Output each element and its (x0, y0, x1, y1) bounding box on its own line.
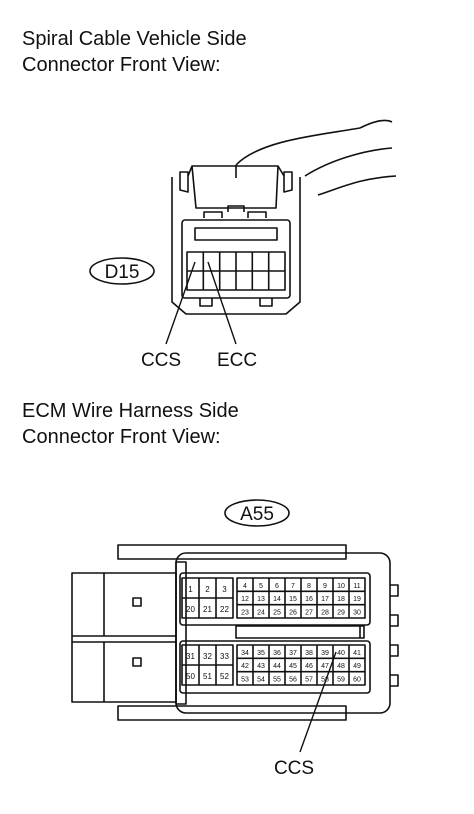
pin-number: 3 (222, 585, 227, 594)
pin-number: 27 (305, 610, 313, 617)
pin-number: 44 (273, 663, 281, 670)
pin-number: 43 (257, 663, 265, 670)
pin-number: 9 (323, 583, 327, 590)
pin-number: 25 (273, 610, 281, 617)
pin-number: 4 (243, 583, 247, 590)
d15-leaders (165, 261, 237, 345)
pin-number: 50 (186, 672, 195, 681)
pin-number: 38 (305, 650, 313, 657)
pin-number: 8 (307, 583, 311, 590)
a55-code-text: A55 (240, 504, 274, 525)
pin-number: 20 (186, 605, 195, 614)
pin-number: 7 (291, 583, 295, 590)
spiral-cable-heading: Spiral Cable Vehicle Side Connector Fron… (22, 26, 247, 78)
pin-number: 60 (353, 677, 361, 684)
pin-number: 19 (353, 596, 361, 603)
pin-number: 24 (257, 610, 265, 617)
ecm-harness-heading-line2: Connector Front View: (22, 426, 221, 448)
pin-number: 49 (353, 663, 361, 670)
ecm-harness-heading: ECM Wire Harness Side Connector Front Vi… (22, 398, 239, 450)
pin-number: 59 (337, 677, 345, 684)
pin-number: 29 (337, 610, 345, 617)
pin-number: 1 (188, 585, 193, 594)
connector-d15 (171, 119, 397, 315)
pin-number: 6 (275, 583, 279, 590)
a55-pin-numbers: 1 2 3 20 21 22 4 5 6 7 8 9 10 11 12 13 1… (186, 583, 361, 684)
pin-number: 35 (257, 650, 265, 657)
pin-number: 31 (186, 652, 195, 661)
pin-number: 47 (321, 663, 329, 670)
pin-number: 57 (305, 677, 313, 684)
pin-number: 16 (305, 596, 313, 603)
pin-number: 17 (321, 596, 329, 603)
pin-number: 40 (337, 650, 345, 657)
d15-code-text: D15 (105, 262, 140, 283)
pin-number: 41 (353, 650, 361, 657)
a55-ccs-leader (299, 651, 337, 753)
pin-number: 52 (220, 672, 229, 681)
spiral-cable-heading-line2: Connector Front View: (22, 54, 221, 76)
pin-number: 21 (203, 605, 212, 614)
pin-number: 34 (241, 650, 249, 657)
pin-number: 2 (205, 585, 210, 594)
d15-code-badge: D15 (89, 257, 155, 285)
pin-number: 46 (305, 663, 313, 670)
pin-number: 56 (289, 677, 297, 684)
pin-number: 5 (259, 583, 263, 590)
pin-number: 12 (241, 596, 249, 603)
pin-number: 23 (241, 610, 249, 617)
spiral-cable-heading-line1: Spiral Cable Vehicle Side (22, 28, 247, 50)
pin-number: 39 (321, 650, 329, 657)
d15-ecc-label: ECC (217, 350, 257, 371)
housing-d15 (171, 177, 301, 315)
pin-number: 14 (273, 596, 281, 603)
pin-number: 54 (257, 677, 265, 684)
pin-number: 51 (203, 672, 212, 681)
pin-number: 13 (257, 596, 265, 603)
a55-ccs-label: CCS (274, 758, 314, 779)
wire-harness (235, 119, 397, 196)
pin-number: 22 (220, 605, 229, 614)
ecm-harness-heading-line1: ECM Wire Harness Side (22, 400, 239, 422)
pin-number: 11 (353, 583, 360, 590)
pin-number: 48 (337, 663, 345, 670)
pin-number: 28 (321, 610, 329, 617)
pin-number: 58 (321, 677, 329, 684)
pin-number: 33 (220, 652, 229, 661)
pin-number: 30 (353, 610, 361, 617)
pin-number: 10 (337, 583, 345, 590)
pin-number: 45 (289, 663, 297, 670)
pin-number: 18 (337, 596, 345, 603)
pin-number: 42 (241, 663, 249, 670)
d15-ccs-label: CCS (141, 350, 181, 371)
pin-number: 32 (203, 652, 212, 661)
pin-number: 26 (289, 610, 297, 617)
pin-number: 15 (289, 596, 297, 603)
pin-number: 53 (241, 677, 249, 684)
pin-number: 36 (273, 650, 281, 657)
a55-code-badge: A55 (224, 499, 290, 527)
pin-number: 55 (273, 677, 281, 684)
pin-number: 37 (289, 650, 297, 657)
connector-a55 (71, 544, 399, 721)
